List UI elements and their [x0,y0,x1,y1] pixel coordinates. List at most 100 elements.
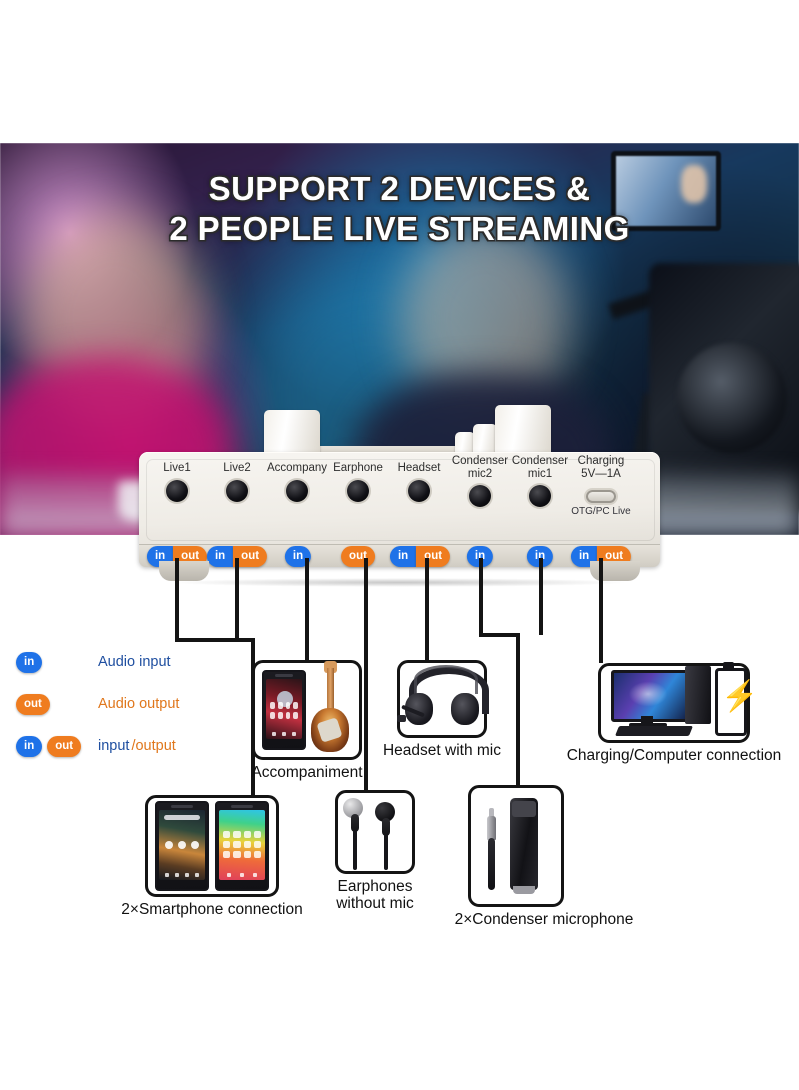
smartphones-image-box [145,795,279,897]
legend-badges-in-out: in out [16,735,94,757]
port-live1[interactable]: Live1 [138,462,216,502]
port-badge-row: in out in out in out in out in in [139,546,660,570]
hero-title-line2: 2 PEOPLE LIVE STREAMING [169,210,630,247]
badge-group-live2: in out [206,546,268,567]
trs-jack-icon[interactable] [529,485,551,507]
trs-jack-icon[interactable] [408,479,430,502]
badge-group-condenser-mic2: in [466,546,494,567]
device-top-shelf [299,446,479,456]
smartphone-icon-2 [215,801,269,891]
badge-group-accompany: in [284,546,312,567]
sound-card-device: Live1 Live2 Accompany Earphone Headset C… [138,405,660,600]
port-label-condenser-mic1-line1: Condenser [511,455,569,467]
trs-jack-icon[interactable] [226,479,248,502]
computer-battery-icon: ⚡ [611,662,758,740]
legend-label-input: input [98,738,130,754]
port-label-live2: Live2 [223,462,251,474]
port-sublabel-otg-pc-live: OTG/PC Live [571,506,631,517]
callout-accompaniment: Accompaniment [247,660,367,781]
legend-badges-out: out [16,693,94,715]
badge-in: in [284,546,312,567]
trs-jack-icon[interactable] [286,479,308,502]
port-label-condenser-mic2-line2: mic2 [467,467,493,480]
callout-headset: Headset with mic [377,660,507,759]
trs-jack-icon[interactable] [166,479,188,502]
port-earphone[interactable]: Earphone [319,462,397,502]
device-body: Live1 Live2 Accompany Earphone Headset C… [138,452,660,567]
smartphone-icon [262,670,306,750]
condenser-mic-icon [476,794,556,898]
callout-label-earphones-line1: Earphones [337,878,413,895]
legend-label-output: /output [131,738,176,754]
badge-out: out [416,546,451,567]
badge-group-earphone: out [341,546,375,567]
tower-icon [685,666,711,724]
port-label-charging-line2: 5V—1A [581,467,621,480]
badge-in: in [526,546,554,567]
port-condenser-mic2[interactable]: Condenser mic2 [441,455,519,507]
phone-screen [219,810,265,880]
legend-badges-in: in [16,651,94,673]
badge-group-condenser-mic1: in [526,546,554,567]
device-port-panel [146,459,655,541]
port-charging[interactable]: Charging 5V—1A OTG/PC Live [562,455,640,517]
badge-out: out [16,693,50,715]
callout-earphones: Earphones without mic [327,790,423,912]
usb-c-port-icon[interactable] [586,490,616,503]
trs-jack-icon[interactable] [469,485,491,507]
earphones-image-box [335,790,415,874]
badge-out: out [47,735,82,757]
port-headset[interactable]: Headset [380,462,458,502]
port-label-earphone: Earphone [333,462,383,474]
legend-row-audio-output: out Audio output [16,690,256,718]
port-label-condenser-mic2-line1: Condenser [451,455,509,467]
port-label-condenser-mic1-line2: mic1 [527,467,553,480]
guitar-icon [308,661,352,752]
callout-label-earphones-line2: without mic [336,895,414,912]
earbuds-icon [339,794,411,870]
phone-screen [159,810,205,880]
battery-icon [715,668,747,736]
volume-knob-large-left[interactable] [264,410,320,458]
accompaniment-image-box [252,660,362,760]
port-label-accompany: Accompany [266,462,328,474]
phone-screen [266,679,302,739]
trs-jack-icon[interactable] [347,479,369,502]
callout-label-condenser: 2×Condenser microphone [454,911,634,928]
legend-label-audio-output: Audio output [98,696,180,712]
legend-label-audio-input: Audio input [98,654,171,670]
callout-label-accompaniment: Accompaniment [251,764,363,781]
badge-in: in [16,735,43,757]
callout-label-charging: Charging/Computer connection [566,747,782,764]
headset-icon [397,665,489,733]
lightning-bolt-icon: ⚡ [721,680,759,713]
camera-lens [677,343,787,453]
phone-nav-dots [269,732,299,736]
callout-label-headset: Headset with mic [382,742,501,759]
phone-notch [275,674,293,677]
port-live2[interactable]: Live2 [198,462,276,502]
callout-smartphones: 2×Smartphone connection [106,795,318,918]
badge-out: out [233,546,268,567]
port-accompany[interactable]: Accompany [258,462,336,502]
hero-title-line1: SUPPORT 2 DEVICES & [208,170,591,207]
port-condenser-mic1[interactable]: Condenser mic1 [501,455,579,507]
smartphone-icon-1 [155,801,209,891]
legend-row-input-output: in out input /output [16,732,256,760]
headset-image-box [397,660,489,738]
camera-monitor-subject [681,165,707,203]
keyboard-icon [614,726,694,736]
badge-in: in [206,546,234,567]
condenser-image-box [468,785,564,907]
callout-charging: ⚡ Charging/Computer connection [550,662,798,764]
monitor-icon [611,670,689,722]
port-label-charging-line1: Charging [577,455,625,467]
port-label-headset: Headset [397,462,441,474]
callout-condenser: 2×Condenser microphone [440,785,648,928]
hero-title: SUPPORT 2 DEVICES & 2 PEOPLE LIVE STREAM… [0,169,799,249]
legend: in Audio input out Audio output in out i… [16,648,256,774]
badge-in: in [16,651,43,673]
volume-knob-large-right[interactable] [495,405,551,460]
device-shadow [169,578,629,587]
two-phones-icon [155,801,269,891]
